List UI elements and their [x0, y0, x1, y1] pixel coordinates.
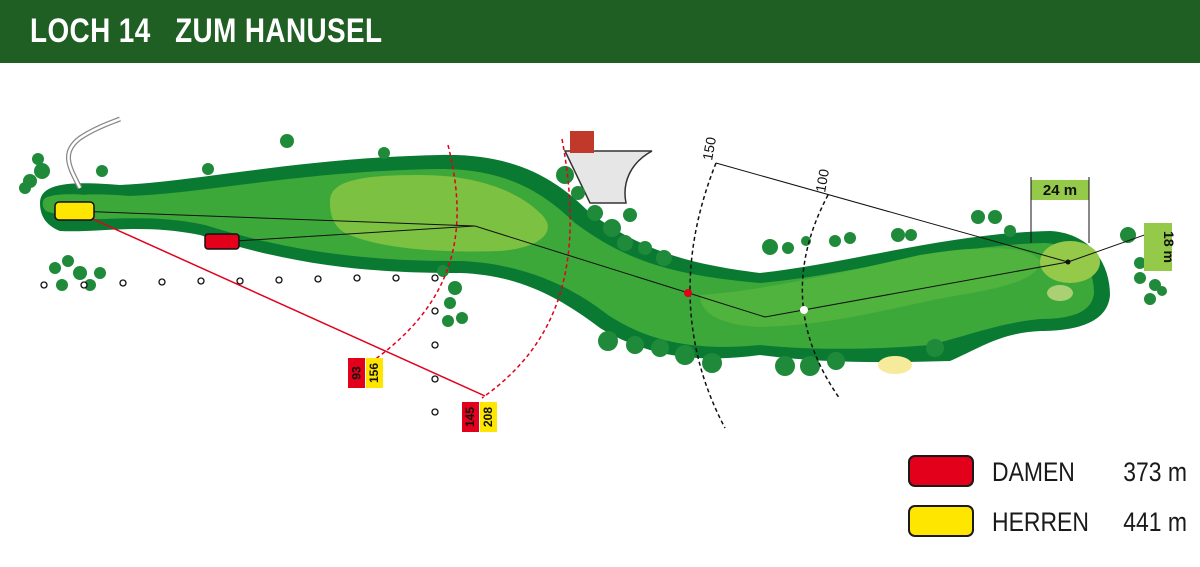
bunker-left: [878, 356, 912, 374]
label-100: 100: [812, 168, 832, 194]
marker-white-dot: [800, 306, 808, 314]
tag1-herren: 156: [366, 358, 383, 388]
legend-herren: HERREN 441 m: [908, 505, 1193, 539]
arc-150: [689, 162, 726, 429]
tag1-damen-value: 93: [349, 366, 364, 380]
tag1-herren-value: 156: [367, 362, 382, 384]
tag2-damen: 145: [462, 402, 479, 432]
bunker-green: [1047, 285, 1073, 301]
fairway-light-1: [330, 175, 548, 252]
trees: [19, 134, 1167, 376]
label-150: 150: [699, 136, 719, 162]
tag2-herren-value: 208: [481, 406, 496, 428]
sign-green-length: [1031, 180, 1089, 200]
herren-diagonal: [74, 210, 486, 397]
building: [563, 150, 653, 204]
legend-damen: DAMEN 373 m: [908, 455, 1193, 489]
legend-distance-damen: 373 m: [1123, 457, 1187, 487]
damen-line: [235, 225, 476, 242]
distance-150-line: [715, 162, 1069, 263]
tag1-damen: 93: [348, 358, 365, 388]
pin: [1065, 259, 1071, 265]
hole-map: 150 100 24 m 18 m: [0, 63, 1200, 562]
tee-herren: [54, 201, 95, 221]
legend-swatch-damen: [908, 455, 974, 487]
tag2-damen-value: 145: [463, 406, 478, 428]
arc-100: [801, 194, 841, 400]
hole-map-svg: 150 100 24 m 18 m: [19, 116, 1177, 429]
legend-swatch-herren: [908, 505, 974, 537]
arc-herren-156: [481, 138, 571, 399]
out-of-bounds-markers: [40, 274, 439, 416]
legend-label-herren: HERREN: [992, 507, 1089, 537]
sign-green-width: [1144, 223, 1172, 271]
legend-distance-herren: 441 m: [1123, 507, 1187, 537]
tag2-herren: 208: [480, 402, 497, 432]
green-width-line: [1067, 232, 1151, 263]
green-length-label: 24 m: [1043, 182, 1077, 199]
header-bar: LOCH 14 ZUM HANUSEL: [0, 0, 1200, 63]
play-line: [74, 210, 1069, 318]
fairway-light-2: [700, 248, 1040, 327]
arc-herren-208: [369, 144, 458, 364]
hole-title: LOCH 14 ZUM HANUSEL: [30, 12, 383, 50]
tee-damen: [204, 233, 240, 250]
green-width-label: 18 m: [1161, 231, 1177, 263]
marker-red-dot: [684, 289, 692, 297]
legend-label-damen: DAMEN: [992, 457, 1075, 487]
building-roof: [570, 131, 594, 153]
